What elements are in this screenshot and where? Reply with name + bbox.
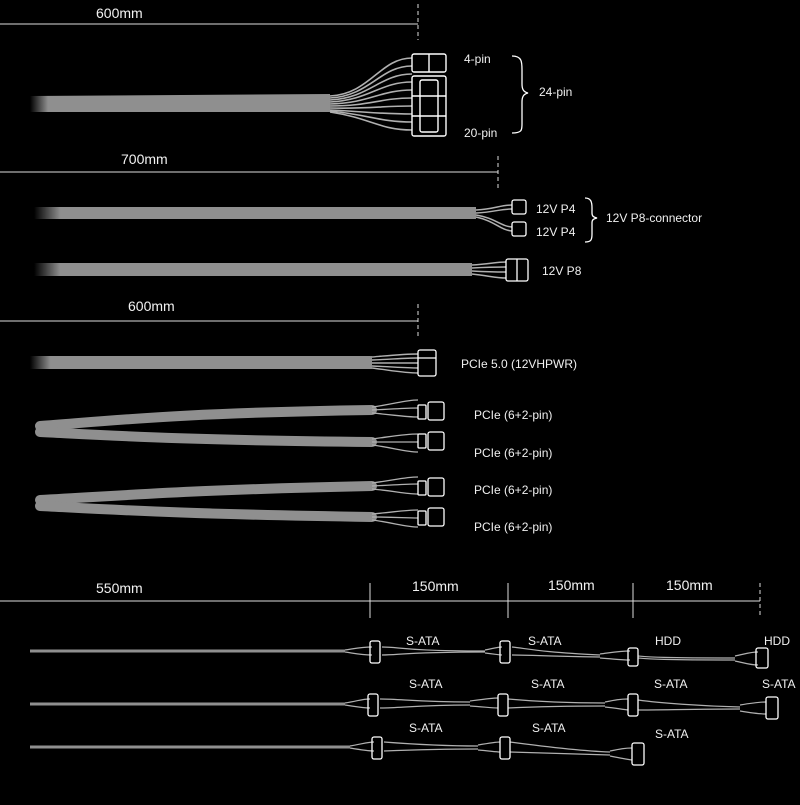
atx-20pin-connector — [411, 75, 447, 137]
cpu-p4-label-b: 12V P4 — [536, 225, 576, 239]
pcie-connector-4 — [417, 507, 445, 527]
cpu-length-label: 700mm — [121, 151, 168, 167]
row3-label-2: S-ATA — [532, 721, 566, 735]
sata-connector-r3-1 — [371, 736, 383, 760]
pcie-connector-2 — [417, 431, 445, 451]
peripheral-length-150-a: 150mm — [412, 578, 459, 594]
pcie-pair-cable-2 — [35, 476, 445, 528]
pcie-label-4: PCIe (6+2-pin) — [474, 520, 553, 534]
pcie-dimension-line — [0, 304, 419, 338]
p8-connector — [505, 258, 529, 282]
cpu-dimension-line — [0, 156, 499, 190]
atx-bracket — [511, 55, 529, 134]
row1-label-1: S-ATA — [406, 634, 440, 648]
cpu-p8-group-label: 12V P8-connector — [606, 211, 703, 225]
row2-label-2: S-ATA — [531, 677, 565, 691]
hdd-connector-r1-1 — [627, 647, 639, 667]
cpu-p8-label: 12V P8 — [542, 264, 582, 278]
peripheral-cable-row-2 — [30, 693, 779, 720]
row2-label-4: S-ATA — [762, 677, 796, 691]
atx-4pin-label: 4-pin — [464, 52, 491, 66]
row1-label-2: S-ATA — [528, 634, 562, 648]
atx-20pin-label: 20-pin — [464, 126, 498, 140]
cpu-p8-bracket — [584, 197, 598, 243]
sata-connector-r3-2 — [499, 736, 511, 760]
pcie-length-label: 600mm — [128, 298, 175, 314]
peripheral-dimension-line — [0, 583, 761, 618]
hdd-connector-r1-2 — [755, 647, 769, 669]
pcie-label-1: PCIe (6+2-pin) — [474, 408, 553, 422]
row3-label-1: S-ATA — [409, 721, 443, 735]
peripheral-cable-row-1 — [30, 640, 769, 669]
sata-connector-r1-1 — [369, 640, 381, 664]
sata-connector-r2-4 — [765, 696, 779, 720]
pcie5-cable — [30, 349, 437, 377]
sata-connector-r1-2 — [499, 640, 511, 664]
pcie-pair-cable-1 — [35, 399, 445, 453]
peripheral-cable-row-3 — [30, 736, 645, 766]
cpu-p8-cable — [34, 258, 529, 282]
p4-connector-lower — [511, 221, 527, 237]
cpu-p4-split-cable — [34, 199, 527, 237]
pcie5-label: PCIe 5.0 (12VHPWR) — [461, 357, 578, 371]
atx-4pin-connector — [411, 53, 447, 73]
sata-connector-r2-2 — [497, 693, 509, 717]
pcie-label-2: PCIe (6+2-pin) — [474, 446, 553, 460]
peripheral-length-150-c: 150mm — [666, 577, 713, 593]
atx-dimension-line — [0, 4, 419, 40]
sata-connector-r3-3 — [631, 742, 645, 766]
row2-label-3: S-ATA — [654, 677, 688, 691]
pcie-connector-1 — [417, 401, 445, 421]
row1-label-3: HDD — [655, 634, 681, 648]
peripheral-length-550: 550mm — [96, 580, 143, 596]
sata-connector-r2-1 — [367, 693, 379, 717]
pcie-label-3: PCIe (6+2-pin) — [474, 483, 553, 497]
atx-24pin-cable — [30, 53, 447, 137]
cpu-p4-label-a: 12V P4 — [536, 202, 576, 216]
sata-connector-r2-3 — [627, 693, 639, 717]
12vhpwr-connector — [417, 349, 437, 377]
row2-label-1: S-ATA — [409, 677, 443, 691]
pcie-connector-3 — [417, 477, 445, 497]
atx-24pin-label: 24-pin — [539, 85, 573, 99]
row3-label-3: S-ATA — [655, 727, 689, 741]
p4-connector-upper — [511, 199, 527, 215]
row1-label-4: HDD — [764, 634, 790, 648]
peripheral-length-150-b: 150mm — [548, 577, 595, 593]
atx-length-label: 600mm — [96, 5, 143, 21]
